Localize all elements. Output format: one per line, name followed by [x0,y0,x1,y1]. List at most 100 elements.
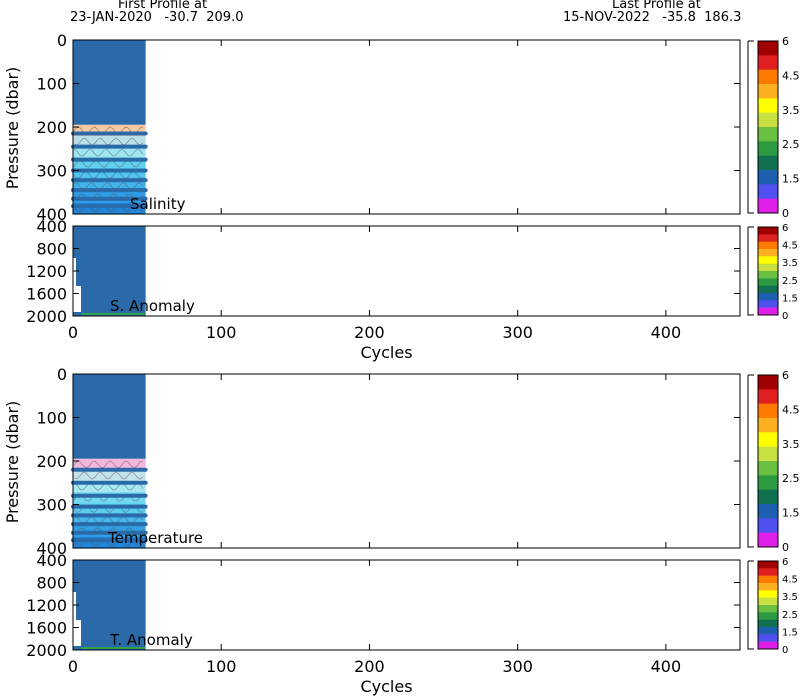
colorbar-label: 6 [782,557,788,568]
anomaly-baseline [81,313,146,315]
colorbar: 64.53.52.51.50 [747,223,798,322]
color-band [73,514,146,527]
colorbar-swatch [758,605,778,613]
anomaly-fill [73,560,146,650]
colorbar-frame [757,560,779,650]
colorbar-swatch [758,583,778,591]
colorbar-label: 0 [782,645,788,656]
last-profile-label: Last Profile at [612,0,701,12]
colorbar-label: 3.5 [782,104,800,117]
colorbar-label: 2.5 [782,276,798,287]
color-band [73,202,146,215]
y-tick-label: 100 [36,75,67,94]
colorbar-bracket [747,226,754,316]
contour-texture [73,482,144,491]
colorbar-frame [757,40,779,214]
colorbar: 64.53.52.51.50 [747,557,798,656]
colorbar-swatch [758,263,778,272]
colorbar-swatch [758,375,778,390]
color-band [73,469,146,482]
y-tick-label: 800 [36,240,67,259]
y-tick-label: 2000 [26,641,67,660]
colorbar-swatch [758,403,778,419]
color-band [73,169,146,182]
colorbar-swatch [758,432,778,447]
colorbar-swatch [758,446,778,462]
y-tick-label: 1600 [26,619,67,638]
colorbar-swatch [758,307,778,316]
contour-texture [73,148,144,157]
colorbar-swatch [758,55,778,70]
colorbar-label: 2.5 [782,138,800,151]
colorbar-swatch [758,619,778,628]
colorbar-swatch [758,475,778,490]
colorbar-swatch [758,41,778,56]
color-band [73,481,146,493]
colorbar-swatch [758,198,778,214]
color-band [73,458,146,471]
colorbar-swatch [758,155,778,171]
y-tick-label: 0 [57,31,67,50]
colorbar-swatch [758,504,778,519]
colorbar-label: 1.5 [782,173,800,186]
y-tick-label: 400 [36,205,67,224]
colorbar-label: 3.5 [782,592,798,603]
y-tick-label: 2000 [26,307,67,326]
plot-frame [72,39,741,215]
colorbar-swatch [758,256,778,264]
y-tick-label: 300 [36,496,67,515]
colorbar-swatch [758,141,778,156]
colorbar-swatch [758,575,778,584]
panel-label: Salinity [130,195,186,213]
colorbar-label: 3.5 [782,258,798,269]
color-band [73,147,146,159]
colorbar-swatch [758,69,778,85]
color-band [73,536,146,549]
anomaly-fill [73,226,146,316]
x-tick-label: 300 [502,657,533,676]
y-tick-label: 400 [36,539,67,558]
colorbar-swatch [758,112,778,128]
colorbar-swatch [758,271,778,279]
colorbar-label: 1.5 [782,507,800,520]
colorbar-swatch [758,184,778,199]
colorbar-swatch [758,461,778,476]
colorbar-label: 0 [782,541,789,554]
contour-texture [73,159,144,168]
colorbar-swatch [758,300,778,308]
colorbar-swatch [758,568,778,576]
contour-texture [73,460,144,469]
first-profile-label: First Profile at [118,0,208,12]
colorbar-label: 0 [782,207,789,220]
colorbar-swatch [758,170,778,185]
x-tick-label: 0 [68,657,78,676]
colorbar-swatch [758,234,778,242]
y-tick-label: 100 [36,409,67,428]
uniform-region [73,374,146,459]
panel-label: Temperature [107,529,203,547]
color-band [73,492,146,505]
colorbar-frame [757,374,779,548]
colorbar-swatch [758,634,778,642]
x-tick-label: 400 [651,657,682,676]
colorbar-swatch [758,127,778,142]
colorbar-label: 0 [782,311,788,322]
colorbar-swatch [758,561,778,569]
color-band [73,503,146,516]
colorbar-swatch [758,98,778,113]
colorbar-swatch [758,293,778,301]
color-band [73,158,146,171]
colorbar-swatch [758,489,778,505]
colorbar-swatch [758,241,778,250]
colorbar-label: 4.5 [782,403,800,416]
y-tick-label: 200 [36,452,67,471]
colorbar-bracket [747,40,754,214]
colorbar-swatch [758,641,778,650]
colorbar-swatch [758,532,778,548]
x-tick-label: 400 [651,323,682,342]
colorbar-label: 4.5 [782,241,798,252]
y-tick-label: 1600 [26,285,67,304]
